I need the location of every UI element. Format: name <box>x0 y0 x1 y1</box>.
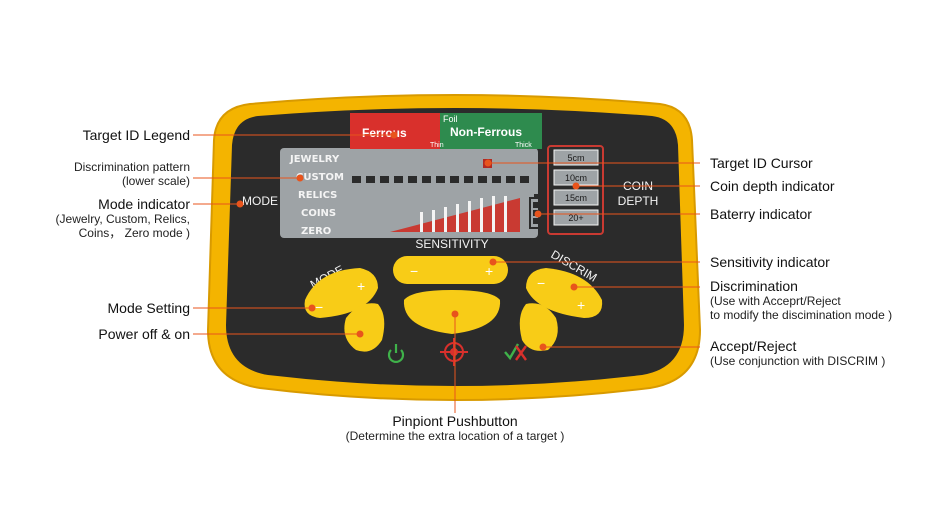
depth-20plus: 20+ <box>568 213 583 223</box>
accept-reject-icon <box>504 343 527 361</box>
callout-accept-reject-title: Accept/Reject <box>710 338 797 354</box>
callout-mode-setting: Mode Setting <box>107 300 191 316</box>
depth-15cm: 15cm <box>565 193 587 203</box>
callout-accept-reject: Accept/Reject (Use conjunction with DISC… <box>710 338 885 368</box>
legend-thick-text: Thick <box>515 142 532 149</box>
panel-sensitivity-label: SENSITIVITY <box>415 237 488 251</box>
power-icon <box>387 344 405 363</box>
sensitivity-button[interactable]: − + <box>393 256 508 284</box>
accept-reject-button[interactable] <box>519 303 558 351</box>
callout-discrimination-line1: (Use with Acceprt/Reject <box>710 294 841 308</box>
legend-nonferrous-text: Non-Ferrous <box>450 125 522 139</box>
callout-battery: Baterry indicator <box>710 206 812 222</box>
pinpoint-crosshair-icon <box>440 338 468 366</box>
callout-sensitivity: Sensitivity indicator <box>710 254 830 270</box>
callout-discrimination-pattern-line1: Discrimination pattern <box>73 160 190 174</box>
callout-mode-indicator-line2: Coins， Zero mode ) <box>78 226 190 240</box>
sensitivity-plus-glyph: + <box>485 263 493 279</box>
callout-target-id-cursor: Target ID Cursor <box>710 155 813 171</box>
power-button[interactable] <box>344 303 385 352</box>
screen-mode-zero: ZERO <box>301 226 331 237</box>
screen-mode-relics: RELICS <box>298 190 337 201</box>
legend-ferrous-text: Ferrous <box>362 126 407 140</box>
callout-power: Power off & on <box>98 326 190 342</box>
callout-discrimination-pattern: Discrimination pattern (lower scale) <box>74 160 190 188</box>
callout-target-id-legend: Target ID Legend <box>82 127 190 143</box>
sensitivity-bars <box>390 196 520 232</box>
callout-pinpoint: Pinpiont Pushbutton (Determine the extra… <box>255 413 655 443</box>
mode-plus-glyph: + <box>357 278 365 294</box>
callout-pinpoint-sub: (Determine the extra location of a targe… <box>345 429 565 443</box>
mode-button[interactable]: − + <box>304 268 378 318</box>
callout-mode-indicator: Mode indicator (Jewelry, Custom, Relics,… <box>56 196 190 240</box>
depth-5cm: 5cm <box>567 153 584 163</box>
legend-ferrous-band <box>350 113 440 149</box>
callout-mode-indicator-line1: (Jewelry, Custom, Relics, <box>55 212 190 226</box>
callout-dots <box>236 131 580 351</box>
discrim-minus-glyph: − <box>537 275 545 291</box>
callout-discrimination-title: Discrimination <box>710 278 798 294</box>
callout-discrimination-line2: to modify the discimination mode ) <box>710 308 893 322</box>
coin-depth-boxes <box>547 145 604 235</box>
callout-discrimination: Discrimination (Use with Acceprt/Reject … <box>710 278 892 322</box>
legend-nonferrous-band <box>440 113 542 149</box>
callout-accept-reject-sub: (Use conjunction with DISCRIM ) <box>710 354 886 368</box>
screen-mode-custom: CUSTOM <box>296 172 344 183</box>
callout-lines <box>193 134 700 413</box>
discrim-plus-glyph: + <box>577 297 585 313</box>
callout-mode-indicator-title: Mode indicator <box>98 196 190 212</box>
callout-coin-depth: Coin depth indicator <box>710 178 835 194</box>
legend-thin-text: Thin <box>430 142 444 149</box>
panel-mode-label: MODE <box>242 194 278 208</box>
discrim-button[interactable]: − + <box>526 268 603 318</box>
callout-discrimination-pattern-line2: (lower scale) <box>121 174 190 188</box>
screen-mode-coins: COINS <box>301 208 336 219</box>
legend-foil-text: Foil <box>443 114 458 124</box>
sensitivity-minus-glyph: − <box>410 263 418 279</box>
callout-pinpoint-title: Pinpiont Pushbutton <box>392 413 518 429</box>
discrimination-segments <box>352 176 529 183</box>
panel-depth-label: DEPTH <box>618 194 659 208</box>
screen-mode-jewelry: JEWELRY <box>289 154 340 165</box>
pinpoint-button[interactable] <box>403 290 501 334</box>
mode-minus-glyph: − <box>315 299 323 315</box>
depth-10cm: 10cm <box>565 173 587 183</box>
